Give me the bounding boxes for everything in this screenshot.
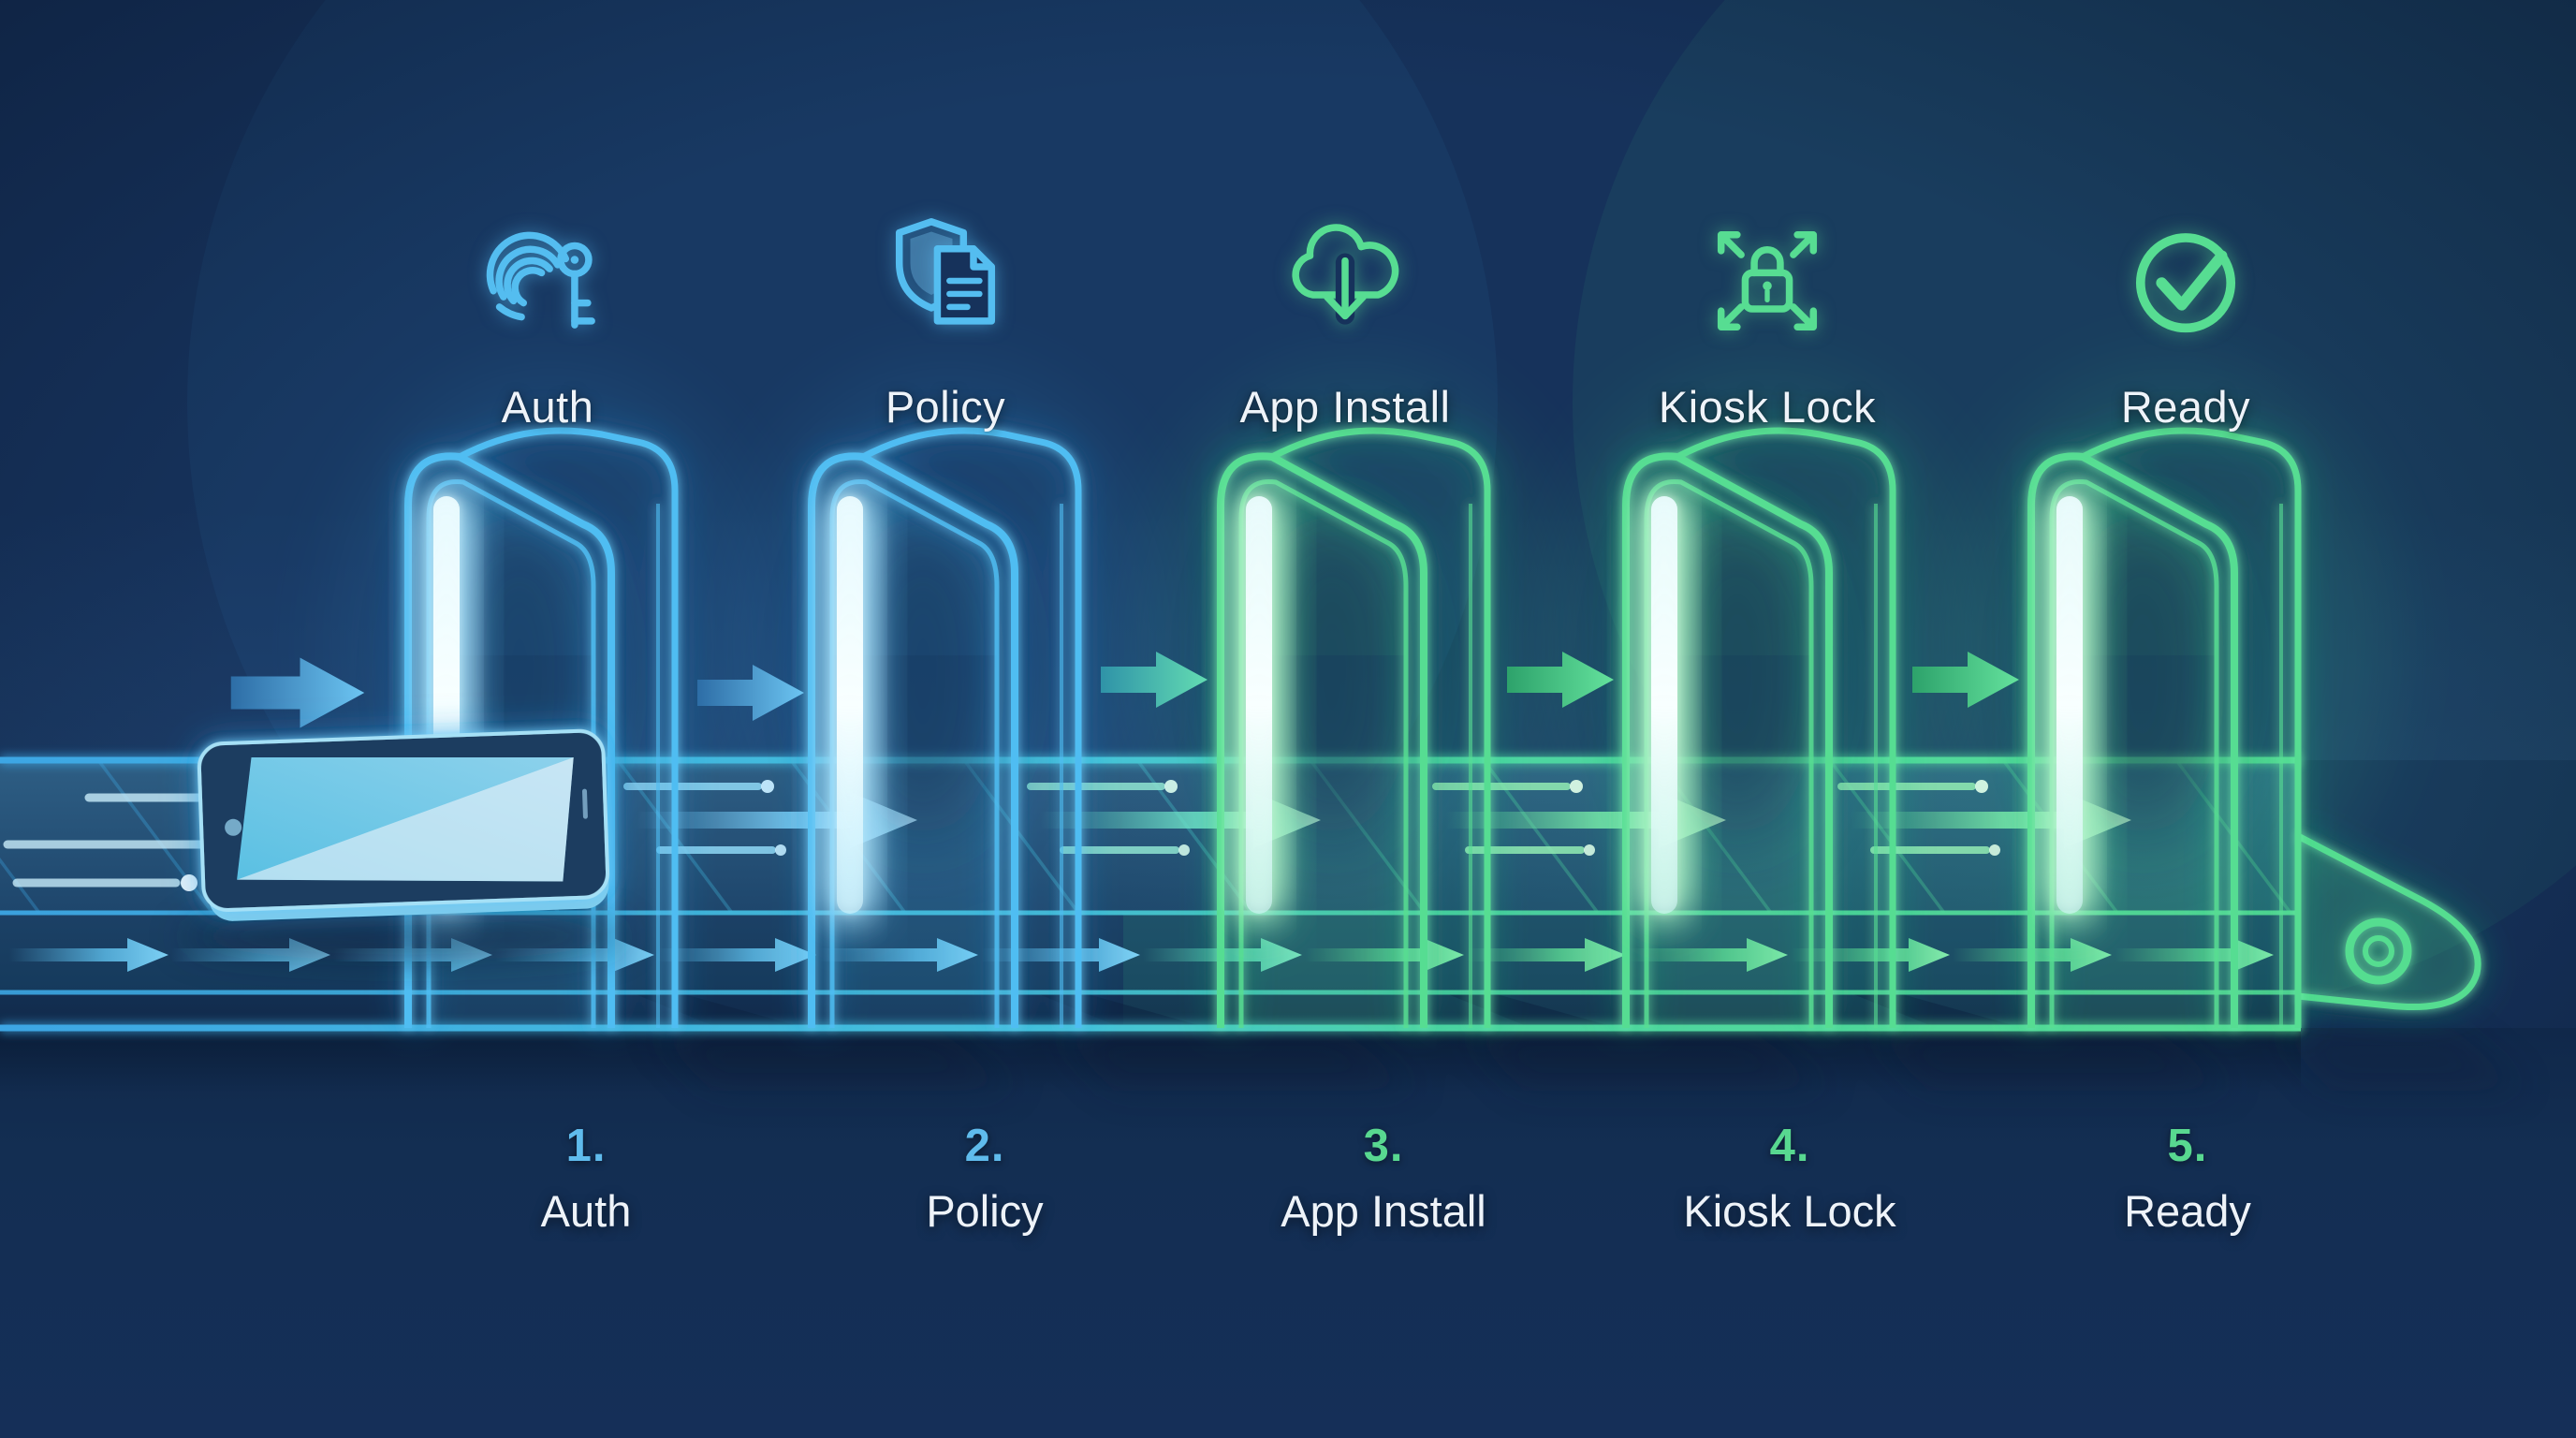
stage-2-bottom-label: 2. Policy [926,1120,1043,1237]
shield-document-icon [895,218,996,325]
stage-number: 4. [1769,1121,1810,1171]
streak-dot [181,874,198,891]
stage-number: 2. [964,1121,1005,1171]
check-circle-icon [2135,233,2236,333]
stage-2-icon [875,211,1016,351]
stage-label: Ready [2120,382,2251,432]
stage-5-top-label: Ready [2121,381,2250,433]
cloud-download-icon [1292,224,1399,325]
stage-label: Kiosk Lock [1658,382,1877,432]
stage-3-bottom-label: 3. App Install [1281,1120,1486,1237]
belt-arrow-into-gate-3 [1027,780,1321,856]
stage-4-bottom-label: 4. Kiosk Lock [1683,1120,1895,1237]
stage-name: App Install [1281,1186,1486,1236]
stage-4-icon [1697,211,1837,351]
stage-name: Policy [926,1186,1044,1236]
stage-3-icon [1275,211,1415,351]
fingerprint-key-icon [486,231,595,329]
stage-name: Kiosk Lock [1683,1186,1896,1236]
stage-number: 1. [565,1121,607,1171]
stage-1-icon [477,211,618,351]
stage-label: Auth [501,382,594,432]
stage-2-top-label: Policy [886,381,1005,433]
stage-number: 5. [2167,1121,2208,1171]
stage-1-bottom-label: 1. Auth [541,1120,632,1237]
ground [0,1028,2576,1438]
stage-5-icon [2115,211,2256,351]
screen-glare [237,757,574,882]
stage-name: Auth [540,1186,632,1236]
stage-name: Ready [2124,1186,2251,1236]
stage-4-top-label: Kiosk Lock [1659,381,1876,433]
stage-3-top-label: App Install [1240,381,1451,433]
belt-arrow-into-gate-2 [623,780,917,856]
device-tablet [182,728,627,961]
camera-dot [225,818,242,836]
stage-label: App Install [1239,382,1451,432]
stage-1-top-label: Auth [502,381,594,433]
lock-expand-icon [1717,230,1818,331]
stage-number: 3. [1363,1121,1404,1171]
pulley-wheel [2345,917,2412,985]
conveyor-end-cap [2296,832,2481,1011]
stage-5-bottom-label: 5. Ready [2124,1120,2251,1237]
stage-label: Policy [885,382,1006,432]
